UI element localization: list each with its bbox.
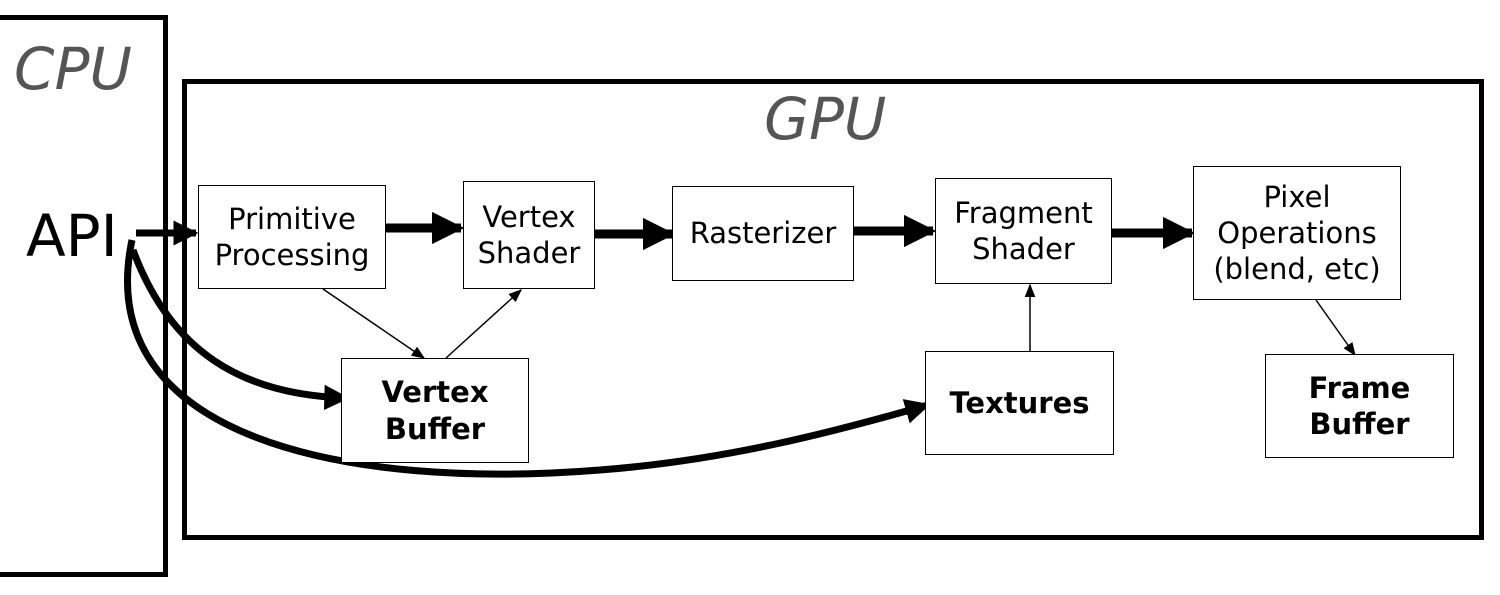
node-label: Textures (949, 385, 1090, 420)
node-label: Vertex (482, 199, 576, 234)
arrow-primitive-to-vertex-buffer (322, 288, 426, 359)
node-label: Frame (1308, 370, 1411, 405)
gpu-region (182, 79, 1484, 540)
node-label: Fragment (954, 195, 1093, 230)
vertex-buffer-node: Vertex Buffer (341, 358, 529, 463)
vertex-shader-node: Vertex Shader (463, 181, 595, 289)
node-label: Processing (214, 238, 370, 272)
fragment-shader-node: Fragment Shader (935, 178, 1112, 284)
node-label: Buffer (384, 411, 486, 446)
api-label: API (26, 202, 118, 270)
arrow-api-to-textures (124, 239, 931, 478)
node-label: Primitive (228, 201, 356, 236)
node-label: Rasterizer (689, 216, 837, 251)
pixel-operations-node: Pixel Operations (blend, etc) (1193, 166, 1401, 300)
textures-node: Textures (925, 351, 1114, 455)
node-label: (blend, etc) (1213, 252, 1381, 287)
primitive-processing-node: Primitive Processing (198, 185, 386, 289)
node-label: Pixel (1263, 179, 1331, 214)
frame-buffer-node: Frame Buffer (1265, 354, 1454, 458)
arrow-pixel-ops-to-frame-buffer (1315, 299, 1356, 357)
cpu-region (0, 15, 168, 577)
cpu-label: CPU (14, 35, 132, 103)
node-label: Shader (477, 236, 581, 270)
node-label: Shader (972, 232, 1075, 266)
rasterizer-node: Rasterizer (672, 186, 854, 281)
node-label: Buffer (1309, 407, 1410, 441)
node-label: Operations (1217, 215, 1377, 250)
arrow-api-to-vertex-buffer (129, 248, 350, 410)
node-label: Vertex (381, 375, 489, 410)
gpu-label: GPU (764, 85, 887, 153)
arrow-vertex-buffer-to-vertex-shader (445, 289, 523, 359)
